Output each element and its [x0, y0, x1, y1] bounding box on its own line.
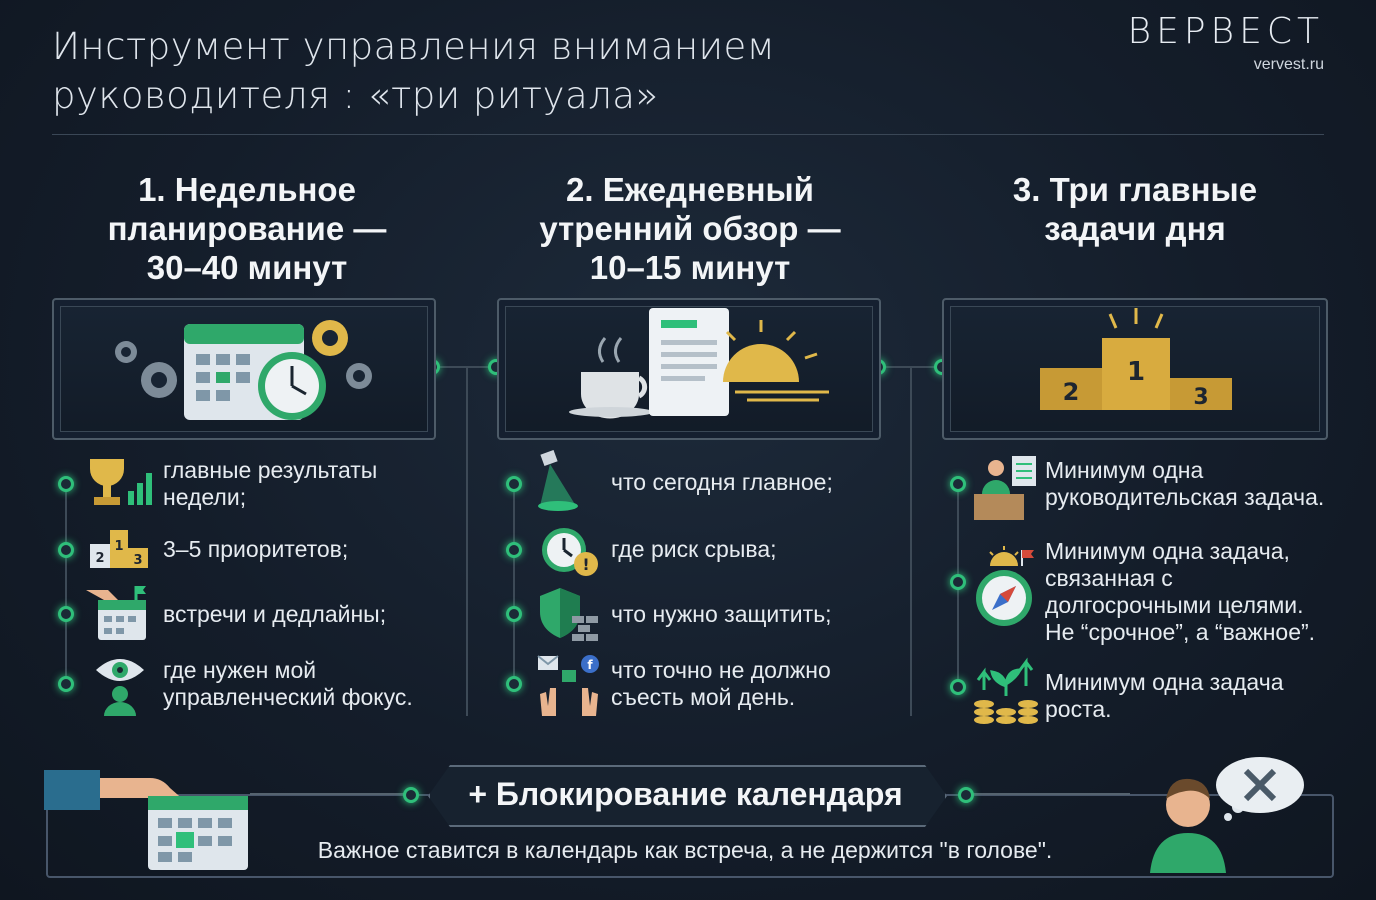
calendar-clock-gears-icon — [115, 320, 372, 420]
growth-coins-icon — [974, 657, 1038, 724]
list-item-line: главные результаты — [163, 457, 378, 483]
page-title: Инструмент управления вниманием руководи… — [52, 22, 952, 120]
list-item-line: где риск срыва; — [611, 536, 777, 562]
list-item: Минимум одна задача роста. — [1045, 669, 1283, 723]
column-2-title-line: утренний обзор — — [539, 210, 841, 247]
shield-wall-icon — [540, 588, 598, 641]
column-1-timeline — [65, 482, 67, 687]
list-item-line: Минимум одна задача, — [1045, 538, 1290, 564]
list-item-line: что точно не должно — [611, 657, 831, 683]
coffee-document-sunrise-icon — [569, 308, 829, 419]
list-item: Минимум одна задача, связанная с долгоср… — [1045, 538, 1315, 646]
list-item-line: что сегодня главное; — [611, 469, 833, 495]
list-item-line: что нужно защитить; — [611, 601, 832, 627]
banner-connector — [960, 793, 1130, 795]
page-title-line-2: руководителя : «три ритуала» — [52, 74, 659, 117]
svg-text:3: 3 — [1193, 385, 1208, 410]
bullet-dot — [506, 476, 522, 492]
alarm-clock-warning-icon: ! — [542, 528, 598, 576]
svg-text:2: 2 — [1063, 378, 1080, 406]
brand-name: ВЕРВЕСТ — [1127, 11, 1324, 52]
bullet-dot — [506, 676, 522, 692]
bullet-dot — [58, 476, 74, 492]
panel-three-tasks: 1 2 3 — [942, 298, 1328, 440]
list-item-line: Минимум одна — [1045, 457, 1204, 483]
trophy-chart-icon — [90, 459, 152, 505]
column-2-title-line: 2. Ежедневный — [566, 171, 814, 208]
list-item-line: встречи и дедлайны; — [163, 601, 387, 627]
column-3-title-line: 3. Три главные — [1012, 171, 1258, 208]
list-item: что нужно защитить; — [611, 601, 832, 628]
list-item-line: 3–5 приоритетов; — [163, 536, 349, 562]
svg-text:2: 2 — [95, 551, 104, 566]
divider-line — [466, 366, 468, 716]
bullet-dot — [950, 476, 966, 492]
list-item-line: роста. — [1045, 696, 1112, 722]
list-item-line: съесть мой день. — [611, 684, 796, 710]
list-item-line: Не “срочное”, а “важное”. — [1045, 619, 1316, 645]
svg-text:!: ! — [582, 555, 589, 574]
svg-text:f: f — [587, 658, 593, 672]
list-item: 3–5 приоритетов; — [163, 536, 348, 563]
bullet-dot — [58, 606, 74, 622]
bullet-dot — [950, 574, 966, 590]
eye-person-icon — [96, 659, 144, 716]
bullet-dot — [506, 606, 522, 622]
list-item-line: связанная с — [1045, 565, 1173, 591]
list-item-line: недели; — [163, 484, 247, 510]
panel-weekly-planning — [52, 298, 436, 440]
list-item: главные результаты недели; — [163, 457, 377, 511]
column-3-title-line: задачи дня — [1044, 210, 1226, 247]
list-item: Минимум одна руководительская задача. — [1045, 457, 1324, 511]
banner-text: Важное ставится в календарь как встреча,… — [317, 837, 1053, 863]
podium-123-icon: 1 2 3 — [90, 530, 148, 568]
list-item-line: руководительская задача. — [1045, 484, 1325, 510]
banner-dot — [958, 787, 974, 803]
manager-desk-icon — [974, 456, 1036, 520]
column-1-title-line: 30–40 минут — [146, 249, 348, 286]
banner-title: + Блокирование календаря — [468, 776, 903, 812]
bullet-dot — [58, 542, 74, 558]
column-1-title: 1. Недельное планирование — 30–40 минут — [57, 170, 437, 287]
page-title-line-1: Инструмент управления вниманием — [52, 25, 776, 68]
list-item: что сегодня главное; — [611, 469, 833, 496]
brand-url: vervest.ru — [1253, 56, 1324, 73]
divider-line — [910, 366, 912, 716]
header-divider — [52, 134, 1324, 135]
banner-title-badge — [428, 765, 947, 827]
column-1-title-line: планирование — — [107, 210, 387, 247]
calendar-hand-icon — [44, 770, 248, 870]
spotlight-icon — [538, 450, 578, 511]
list-item: что точно не должно съесть мой день. — [611, 657, 831, 711]
hands-messages-icon: f — [537, 655, 599, 716]
list-item-line: управленческий фокус. — [163, 684, 413, 710]
svg-text:1: 1 — [114, 539, 123, 554]
column-3-title: 3. Три главные задачи дня — [945, 170, 1325, 248]
bullet-dot — [506, 542, 522, 558]
compass-sun-icon — [976, 546, 1034, 626]
column-2-timeline — [513, 482, 515, 687]
list-item: где риск срыва; — [611, 536, 777, 563]
brand-logo: ВЕРВЕСТ vervest.ru — [1128, 12, 1324, 74]
list-item-line: Минимум одна задача — [1045, 669, 1284, 695]
column-2-title: 2. Ежедневный утренний обзор — 10–15 мин… — [500, 170, 880, 287]
svg-text:1: 1 — [1127, 357, 1145, 387]
banner-dot — [403, 787, 419, 803]
banner-connector — [250, 793, 410, 795]
bullet-dot — [950, 679, 966, 695]
calendar-hand-icon — [86, 586, 146, 640]
column-2-title-line: 10–15 минут — [589, 249, 791, 286]
bullet-dot — [58, 676, 74, 692]
panel-morning-review — [497, 298, 881, 440]
list-item-line: где нужен мой — [163, 657, 317, 683]
list-item: где нужен мой управленческий фокус. — [163, 657, 413, 711]
list-item: встречи и дедлайны; — [163, 601, 386, 628]
person-thinking-icon — [1150, 757, 1304, 873]
column-1-title-line: 1. Недельное — [138, 171, 356, 208]
list-item-line: долгосрочными целями. — [1045, 592, 1304, 618]
svg-text:3: 3 — [133, 553, 142, 568]
podium-123-icon: 1 2 3 — [1040, 308, 1232, 410]
